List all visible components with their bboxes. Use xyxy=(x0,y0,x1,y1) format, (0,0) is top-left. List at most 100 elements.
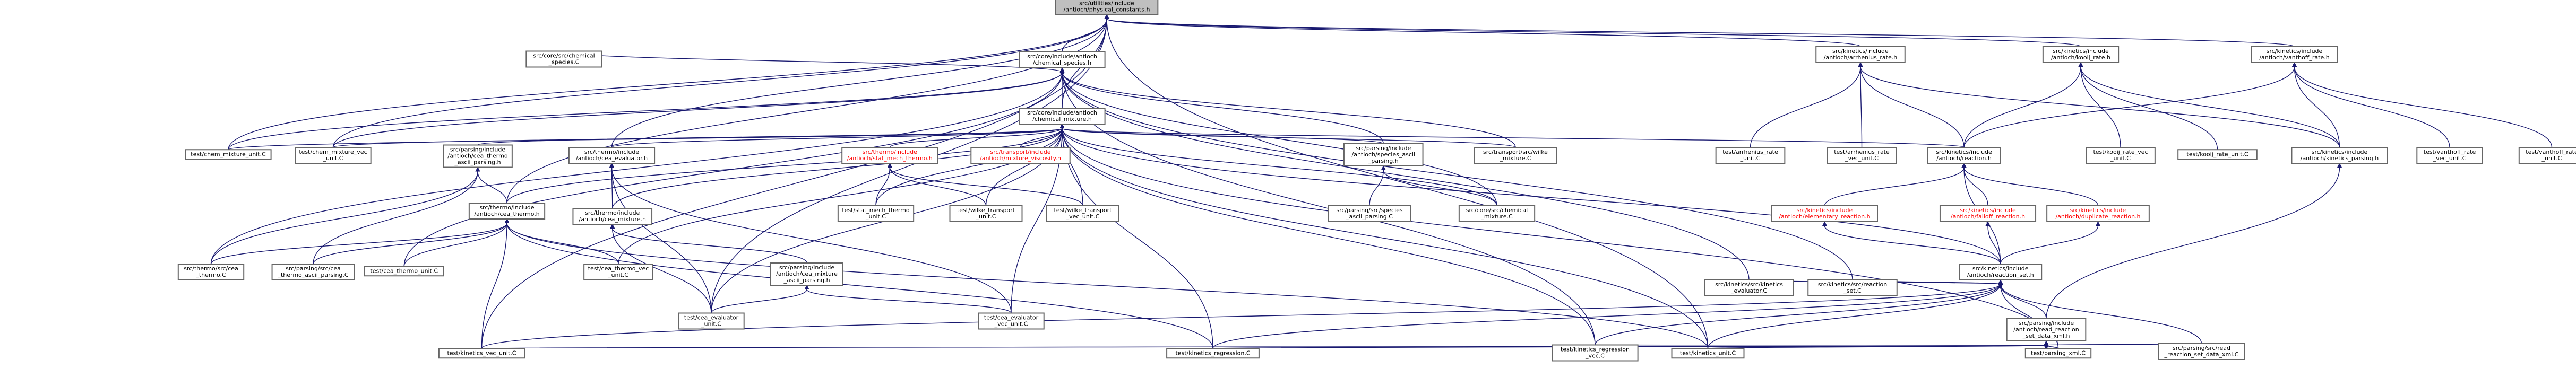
node-core-chemical-species-C[interactable]: src/core/src/chemical_species.C xyxy=(525,50,602,68)
node-label-line: src/kinetics/include xyxy=(1972,265,2029,272)
node-chemical-species[interactable]: src/core/include/antioch/chemical_specie… xyxy=(1019,51,1106,68)
edge-reaction_h-to-vanthoff_rate xyxy=(1963,62,2297,148)
node-reaction-set-h[interactable]: src/kinetics/include/antioch/reaction_se… xyxy=(1959,264,2043,280)
node-box xyxy=(2291,147,2388,164)
node-label-line: src/kinetics/include xyxy=(2070,207,2126,214)
node-label-line: test/chem_mixture_unit.C xyxy=(191,151,266,157)
node-stat-mech-thermo-h[interactable]: src/thermo/include/antioch/stat_mech_the… xyxy=(841,147,938,164)
node-box xyxy=(1343,143,1424,166)
node-thermo-cea-thermo-C[interactable]: src/thermo/src/cea_thermo.C xyxy=(177,264,245,280)
node-chemical-mixture[interactable]: src/core/include/antioch/chemical_mixtur… xyxy=(1019,108,1106,125)
edge-test_kinetics_regression-to-cea_thermo_h xyxy=(504,218,1213,349)
node-kinetics-reaction-set-C[interactable]: src/kinetics/src/reaction_set.C xyxy=(1807,279,1898,296)
node-wilke-mixture-C[interactable]: src/transport/src/wilke_mixture.C xyxy=(1474,147,1557,164)
node-test-kinetics-regression-vec[interactable]: test/kinetics_regression_vec.C xyxy=(1552,344,1639,362)
node-test-cea-evaluator-vec-unit[interactable]: test/cea_evaluator_vec_unit.C xyxy=(978,312,1045,330)
edge-reaction_h-to-kooij_rate xyxy=(1963,62,2083,148)
node-parsing-species-ascii-parsing-C[interactable]: src/parsing/src/species_ascii_parsing.C xyxy=(1328,205,1411,222)
node-read-reaction-set-data-xml-h[interactable]: src/parsing/include/antioch/read_reactio… xyxy=(2006,318,2087,341)
node-label-line: test/cea_evaluator xyxy=(684,314,739,321)
node-mixture-viscosity-h[interactable]: src/transport/include/antioch/mixture_vi… xyxy=(970,147,1071,164)
node-cea-mixture-ascii-parsing-h[interactable]: src/parsing/include/antioch/cea_mixture_… xyxy=(770,262,843,286)
edge-parsing_cea_thermo_ascii_parsing_h-to-chemical_mixture xyxy=(477,124,1065,146)
edge-test_kinetics_regression-to-chemical_mixture xyxy=(1059,124,1213,349)
node-label-line: test/kinetics_regression xyxy=(1561,346,1630,353)
node-box xyxy=(443,144,513,168)
node-box xyxy=(2416,147,2483,164)
node-kinetics-parsing-h[interactable]: src/kinetics/include/antioch/kinetics_pa… xyxy=(2291,147,2388,164)
node-duplicate-reaction-h[interactable]: src/kinetics/include/antioch/duplicate_r… xyxy=(2046,205,2150,222)
node-label-line: test/cea_evaluator xyxy=(984,314,1039,321)
node-box xyxy=(1807,279,1898,296)
edge-thermo_cea_thermo_C-to-chemical_species xyxy=(210,67,1065,265)
node-test-cea-evaluator-unit[interactable]: test/cea_evaluator_unit.C xyxy=(678,312,745,330)
edge-duplicate_reaction_h-to-reaction_h xyxy=(1961,163,2099,206)
node-label-line: src/utilities/include xyxy=(1079,0,1134,7)
node-box xyxy=(525,50,602,68)
node-test-chem-mixture-unit[interactable]: test/chem_mixture_unit.C xyxy=(185,149,272,160)
node-test-wilke-transport-unit[interactable]: test/wilke_transport_unit.C xyxy=(949,205,1023,222)
node-box xyxy=(572,208,653,225)
node-parsing-cea-thermo-ascii-parsing-h[interactable]: src/parsing/include/antioch/cea_thermo_a… xyxy=(443,144,513,168)
node-kinetics-evaluator-C[interactable]: src/kinetics/src/kinetics_evaluator.C xyxy=(1704,279,1794,296)
node-test-parsing-xml[interactable]: test/parsing_xml.C xyxy=(2024,348,2092,359)
edge-cea_evaluator_h-to-physical_constants xyxy=(611,14,1109,148)
node-test-kinetics-regression[interactable]: test/kinetics_regression.C xyxy=(1166,348,1260,359)
node-test-cea-thermo-vec-unit[interactable]: test/cea_thermo_vec_unit.C xyxy=(583,264,653,280)
node-test-stat-mech-thermo-unit[interactable]: test/stat_mech_thermo_unit.C xyxy=(837,205,915,222)
node-cea-thermo-h[interactable]: src/thermo/include/antioch/cea_thermo.h xyxy=(468,203,546,220)
node-label-line: _mixture.C xyxy=(1480,213,1513,220)
edge-kinetics_parsing_h-to-kooij_rate xyxy=(2078,62,2340,148)
node-test-chem-mixture-vec-unit[interactable]: test/chem_mixture_vec_unit.C xyxy=(295,147,372,164)
node-test-arrhenius-rate-unit[interactable]: test/arrhenius_rate_unit.C xyxy=(1715,147,1786,164)
node-box xyxy=(295,147,372,164)
node-cea-mixture-h[interactable]: src/thermo/include/antioch/cea_mixture.h xyxy=(572,208,653,225)
edge-test_parsing_xml-to-chemical_mixture xyxy=(1059,124,2059,349)
node-label-line: test/wilke_transport xyxy=(957,207,1015,214)
node-test-kooij-rate-unit[interactable]: test/kooij_rate_unit.C xyxy=(2177,149,2258,160)
node-box xyxy=(837,205,915,222)
node-test-cea-thermo-unit[interactable]: test/cea_thermo_unit.C xyxy=(364,266,444,277)
node-label-line: _unit.C xyxy=(865,213,886,220)
node-reaction-h[interactable]: src/kinetics/include/antioch/reaction.h xyxy=(1927,147,2001,164)
node-box xyxy=(568,147,656,164)
edge-wilke_mixture_C-to-chemical_species xyxy=(1059,67,1516,148)
node-core-chemical-mixture-C[interactable]: src/core/src/chemical_mixture.C xyxy=(1458,205,1536,222)
node-elementary-reaction-h[interactable]: src/kinetics/include/antioch/elementary_… xyxy=(1771,205,1878,222)
node-label-line: src/parsing/include xyxy=(450,146,506,153)
edge-test_vanthoff_rate_vec_unit-to-vanthoff_rate xyxy=(2292,62,2450,148)
edge-core_chemical_mixture_C-to-chemical_mixture xyxy=(1059,124,1497,206)
edge-test_kinetics_vec_unit-to-reaction_set_h xyxy=(481,279,2003,349)
edge-test_vanthoff_rate_unit-to-vanthoff_rate xyxy=(2292,62,2553,148)
node-box xyxy=(1019,51,1106,68)
node-vanthoff-rate[interactable]: src/kinetics/include/antioch/vanthoff_ra… xyxy=(2251,46,2338,63)
edge-reaction_set_h-to-duplicate_reaction_h xyxy=(2000,221,2100,265)
node-label-line: _unit.C xyxy=(2541,155,2562,162)
node-box xyxy=(1055,0,1159,15)
edge-wilke_mixture_C-to-chemical_mixture xyxy=(1059,124,1516,148)
node-test-vanthoff-rate-unit[interactable]: test/vanthoff_rate_unit.C xyxy=(2518,147,2576,164)
node-kooij-rate[interactable]: src/kinetics/include/antioch/kooij_rate.… xyxy=(2042,46,2120,63)
node-physical-constants[interactable]: src/utilities/include/antioch/physical_c… xyxy=(1055,0,1159,15)
node-label-line: _set.C xyxy=(1843,287,1862,294)
node-test-arrhenius-rate-vec-unit[interactable]: test/arrhenius_rate_vec_unit.C xyxy=(1827,147,1897,164)
edge-core_chemical_mixture_C-to-species_ascii_parsing_h xyxy=(1381,165,1497,206)
node-test-kooij-rate-vec-unit[interactable]: test/kooij_rate_vec_unit.C xyxy=(2086,147,2156,164)
node-label-line: test/vanthoff_rate xyxy=(2424,148,2476,155)
node-test-kinetics-unit[interactable]: test/kinetics_unit.C xyxy=(1671,348,1745,359)
edge-cea_thermo_h-to-physical_constants xyxy=(506,14,1109,204)
node-test-vanthoff-rate-vec-unit[interactable]: test/vanthoff_rate_vec_unit.C xyxy=(2416,147,2483,164)
node-box xyxy=(1939,205,2037,222)
edge-test_kinetics_unit-to-reaction_set_h xyxy=(1707,279,2003,349)
node-parsing-cea-thermo-ascii-parsing-C[interactable]: src/parsing/src/cea_thermo_ascii_parsing… xyxy=(271,264,355,280)
node-label-line: _unit.C xyxy=(976,213,996,220)
edge-core_chemical_mixture_C-to-chemical_species xyxy=(1059,67,1497,206)
node-species-ascii-parsing-h[interactable]: src/parsing/include/antioch/species_asci… xyxy=(1343,143,1424,166)
node-arrhenius-rate[interactable]: src/kinetics/include/antioch/arrhenius_r… xyxy=(1815,46,1906,63)
node-cea-evaluator-h[interactable]: src/thermo/include/antioch/cea_evaluator… xyxy=(568,147,656,164)
node-read-reaction-set-data-xml-C[interactable]: src/parsing/src/read_reaction_set_data_x… xyxy=(2158,343,2245,360)
node-test-wilke-transport-vec-unit[interactable]: test/wilke_transport_vec_unit.C xyxy=(1046,205,1119,222)
node-test-kinetics-vec-unit[interactable]: test/kinetics_vec_unit.C xyxy=(438,348,525,359)
node-label-line: src/parsing/src/species xyxy=(1336,207,1403,214)
node-falloff-reaction-h[interactable]: src/kinetics/include/antioch/falloff_rea… xyxy=(1939,205,2037,222)
